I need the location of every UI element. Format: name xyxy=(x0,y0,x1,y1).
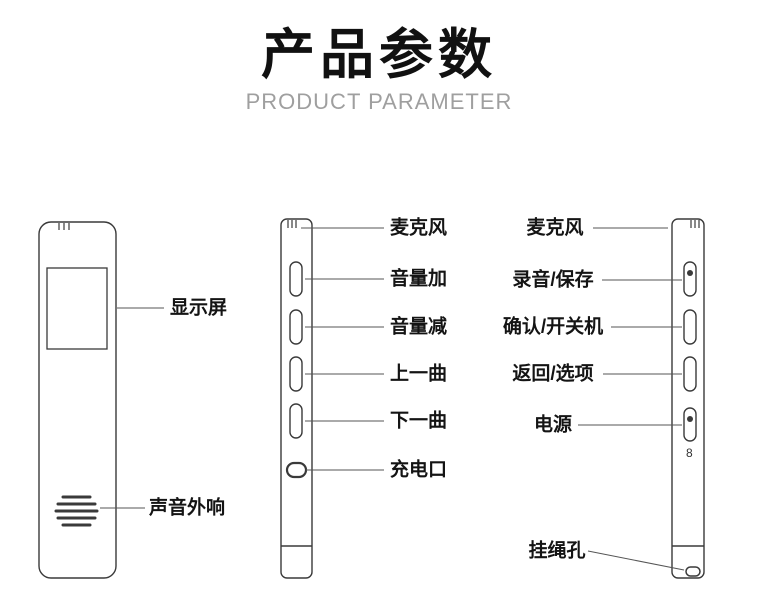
label-charge-port: 充电口 xyxy=(390,459,448,481)
record-save-slider xyxy=(683,261,697,297)
leader-lanyard-hole xyxy=(587,550,685,571)
label-lanyard-hole: 挂绳孔 xyxy=(528,540,586,562)
volume-down-button xyxy=(289,309,303,345)
side-body xyxy=(280,218,313,579)
mic-holes-icon xyxy=(287,220,297,228)
label-speaker: 声音外响 xyxy=(149,497,226,519)
back-option-button xyxy=(683,356,697,392)
label-record-save: 录音/保存 xyxy=(512,269,594,291)
label-prev-track: 上一曲 xyxy=(390,363,448,385)
label-power: 电源 xyxy=(533,414,573,436)
label-volume-down: 音量减 xyxy=(390,316,448,338)
leader-lines xyxy=(100,227,685,571)
label-next-track: 下一曲 xyxy=(390,410,448,432)
page-subtitle: PRODUCT PARAMETER xyxy=(245,89,513,114)
record-save-knob xyxy=(687,270,693,276)
mic-holes-icon xyxy=(690,220,700,228)
mold-marking: 8 xyxy=(686,446,693,460)
label-display-screen: 显示屏 xyxy=(170,297,228,319)
label-volume-up: 音量加 xyxy=(390,268,448,290)
label-mic-left: 麦克风 xyxy=(390,217,448,239)
side-view-controls-device xyxy=(671,218,705,579)
confirm-power-button xyxy=(683,309,697,345)
prev-track-button xyxy=(289,356,303,392)
page-title: 产品参数 xyxy=(261,25,497,85)
power-slider xyxy=(683,407,697,442)
front-view-device xyxy=(38,221,117,579)
power-knob xyxy=(687,416,693,422)
label-confirm-power: 确认/开关机 xyxy=(502,316,604,338)
label-mic-right: 麦克风 xyxy=(526,217,584,239)
display-screen xyxy=(46,267,108,350)
front-body xyxy=(38,221,117,579)
volume-up-button xyxy=(289,261,303,297)
top-mic-holes-icon xyxy=(58,223,70,230)
side-body xyxy=(671,218,705,579)
speaker-grille-icon xyxy=(54,495,99,527)
lanyard-hole xyxy=(685,566,701,577)
next-track-button xyxy=(289,403,303,439)
label-back-option: 返回/选项 xyxy=(512,363,594,385)
charge-port xyxy=(285,461,308,479)
side-view-buttons-device xyxy=(280,218,313,579)
